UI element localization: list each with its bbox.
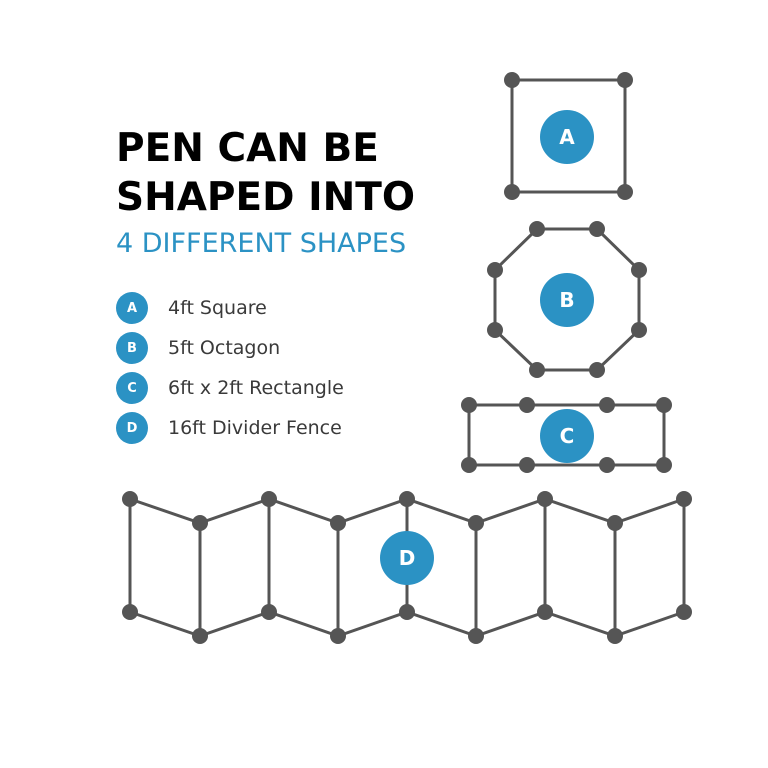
joint-dot xyxy=(468,515,484,531)
shape-b-badge xyxy=(540,273,594,327)
legend-badge-b: B xyxy=(116,332,148,364)
joint-dot xyxy=(122,604,138,620)
joint-dot xyxy=(599,457,615,473)
joint-dot xyxy=(330,515,346,531)
joint-dot xyxy=(487,262,503,278)
joint-dot xyxy=(504,184,520,200)
joint-dot xyxy=(617,72,633,88)
legend-label-a: 4ft Square xyxy=(168,297,267,319)
joint-dot xyxy=(399,491,415,507)
shape-d-label: D xyxy=(380,531,434,585)
joint-dot xyxy=(607,515,623,531)
joint-dot xyxy=(529,221,545,237)
shape-legend: A 4ft Square B 5ft Octagon C 6ft x 2ft R… xyxy=(116,288,344,448)
legend-badge-a: A xyxy=(116,292,148,324)
joint-dot xyxy=(122,491,138,507)
subheadline: 4 DIFFERENT SHAPES xyxy=(116,228,407,259)
joint-dot xyxy=(631,322,647,338)
shape-a-letter: A xyxy=(559,125,575,149)
joint-dot xyxy=(656,397,672,413)
headline-line-2: SHAPED INTO xyxy=(116,175,415,220)
shape-c-joints xyxy=(461,397,672,473)
shape-b-label: B xyxy=(540,273,594,327)
joint-dot xyxy=(607,628,623,644)
headline: PEN CAN BE SHAPED INTO xyxy=(116,124,415,222)
joint-dot xyxy=(537,491,553,507)
joint-dot xyxy=(529,362,545,378)
joint-dot xyxy=(192,628,208,644)
shape-d-letter: D xyxy=(399,546,416,570)
joint-dot xyxy=(261,491,277,507)
shape-b-joints xyxy=(487,221,647,378)
headline-line-1: PEN CAN BE xyxy=(116,126,379,171)
legend-badge-c: C xyxy=(116,372,148,404)
joint-dot xyxy=(519,397,535,413)
joint-dot xyxy=(519,457,535,473)
legend-badge-d: D xyxy=(116,412,148,444)
joint-dot xyxy=(504,72,520,88)
legend-label-c: 6ft x 2ft Rectangle xyxy=(168,377,344,399)
joint-dot xyxy=(589,362,605,378)
joint-dot xyxy=(617,184,633,200)
joint-dot xyxy=(487,322,503,338)
joint-dot xyxy=(676,604,692,620)
shape-a-badge xyxy=(540,110,594,164)
shape-c-badge xyxy=(540,409,594,463)
joint-dot xyxy=(468,628,484,644)
shape-c-label: C xyxy=(540,409,594,463)
joint-dot xyxy=(589,221,605,237)
legend-item-a: A 4ft Square xyxy=(116,288,344,328)
shape-a-label: A xyxy=(540,110,594,164)
joint-dot xyxy=(461,457,477,473)
joint-dot xyxy=(330,628,346,644)
joint-dot xyxy=(261,604,277,620)
joint-dot xyxy=(599,397,615,413)
shape-c-letter: C xyxy=(560,424,575,448)
joint-dot xyxy=(676,491,692,507)
shape-d-badge xyxy=(380,531,434,585)
legend-label-b: 5ft Octagon xyxy=(168,337,281,359)
legend-item-d: D 16ft Divider Fence xyxy=(116,408,344,448)
legend-item-b: B 5ft Octagon xyxy=(116,328,344,368)
joint-dot xyxy=(461,397,477,413)
legend-label-d: 16ft Divider Fence xyxy=(168,417,342,439)
joint-dot xyxy=(537,604,553,620)
shape-b-letter: B xyxy=(559,288,574,312)
legend-item-c: C 6ft x 2ft Rectangle xyxy=(116,368,344,408)
joint-dot xyxy=(631,262,647,278)
joint-dot xyxy=(656,457,672,473)
joint-dot xyxy=(399,604,415,620)
shape-d-joints xyxy=(122,491,692,644)
shape-a-joints xyxy=(504,72,633,200)
joint-dot xyxy=(192,515,208,531)
